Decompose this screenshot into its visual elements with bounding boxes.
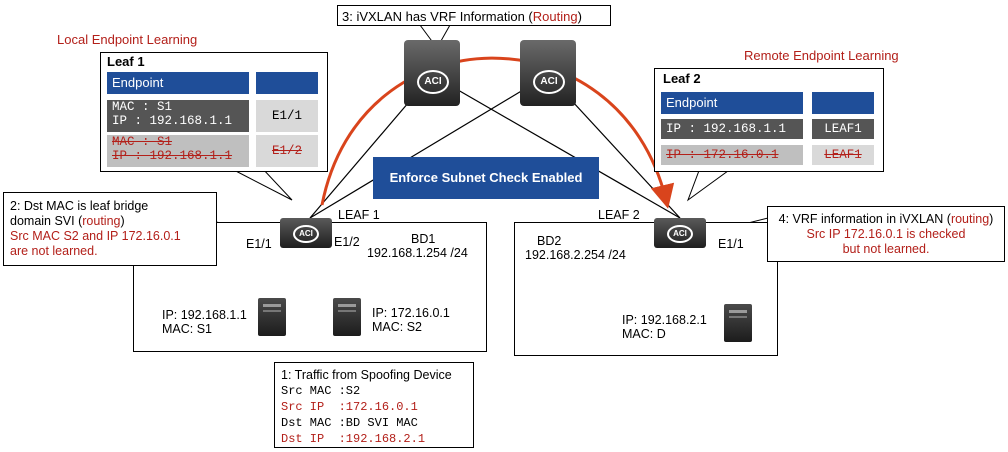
traffic-src-ip: Src IP :172.16.0.1 (281, 400, 418, 414)
leaf1-endpoint-table: Leaf 1 Endpoint MAC : S1 IP : 192.168.1.… (100, 52, 328, 172)
leaf1-switch: ACI (280, 218, 332, 248)
leaf2-row-2-location: LEAF1 (812, 145, 874, 165)
leaf1-name: LEAF 1 (338, 208, 380, 222)
host2-mac: MAC: S2 (372, 320, 423, 334)
leaf2-endpoint-table: Leaf 2 Endpoint IP : 192.168.1.1 LEAF1 I… (654, 68, 884, 172)
leaf2-table-pointer (686, 167, 734, 202)
leaf1-row-2-port: E1/2 (256, 135, 318, 167)
traffic-dst-mac: Dst MAC :BD SVI MAC (281, 416, 418, 430)
callout-vxlan-vrf: 3: iVXLAN has VRF Information (Routing) (337, 5, 611, 26)
leaf1-table-header: Endpoint (107, 72, 249, 94)
leaf2-row-2-stale: IP : 172.16.0.1 (661, 145, 803, 165)
leaf1-subnet: 192.168.1.254 /24 (367, 246, 468, 260)
leaf1-table-pointer (229, 167, 293, 201)
spine-switch-2: ACI (520, 40, 576, 106)
aci-logo-icon: ACI (417, 70, 449, 94)
leaf2-name: LEAF 2 (598, 208, 640, 222)
spine-switch-1: ACI (404, 40, 460, 106)
link-leaf1-spine2 (309, 74, 549, 219)
leaf1-table-title: Leaf 1 (107, 54, 145, 69)
leaf1-port-e1-2: E1/2 (334, 235, 360, 249)
host-s1-server-icon (258, 298, 286, 336)
host1-mac: MAC: S1 (162, 322, 213, 336)
leaf2-host-mac: MAC: D (622, 327, 666, 341)
enforce-subnet-check-banner: Enforce Subnet Check Enabled (373, 157, 599, 199)
remote-learning-title: Remote Endpoint Learning (744, 48, 899, 63)
host-s2-server-icon (333, 298, 361, 336)
leaf2-table-header-location (812, 92, 874, 114)
callout-local-not-learned: 2: Dst MAC is leaf bridge domain SVI (ro… (3, 192, 217, 266)
leaf2-bd: BD2 (537, 234, 562, 248)
aci-logo-icon: ACI (533, 70, 565, 94)
host1-ip: IP: 192.168.1.1 (162, 308, 247, 322)
leaf1-bd: BD1 (411, 232, 436, 246)
routing-arc-arrow (320, 56, 675, 209)
callout-remote-not-learned: 4: VRF information in iVXLAN (routing) S… (767, 206, 1005, 262)
leaf1-port-e1-1: E1/1 (246, 237, 272, 251)
leaf2-row-1: IP : 192.168.1.1 (661, 119, 803, 139)
leaf2-port-e1-1: E1/1 (718, 237, 744, 251)
aci-logo-icon: ACI (293, 225, 319, 243)
leaf1-table-header-port (256, 72, 318, 94)
leaf1-row-1-port: E1/1 (256, 100, 318, 132)
host-d-server-icon (724, 304, 752, 342)
leaf1-row-2-stale: MAC : S1 IP : 192.168.1.1 (107, 135, 249, 167)
leaf2-table-title: Leaf 2 (663, 71, 701, 86)
local-learning-title: Local Endpoint Learning (57, 32, 198, 47)
leaf2-table-header: Endpoint (661, 92, 803, 114)
leaf2-subnet: 192.168.2.254 /24 (525, 248, 626, 262)
traffic-src-mac: Src MAC :S2 (281, 384, 361, 398)
traffic-dst-ip: Dst IP :192.168.2.1 (281, 432, 426, 446)
traffic-title: 1: Traffic from Spoofing Device (281, 368, 452, 382)
leaf1-row-1: MAC : S1 IP : 192.168.1.1 (107, 100, 249, 132)
leaf2-switch: ACI (654, 218, 706, 248)
spoofing-traffic-box: 1: Traffic from Spoofing Device Src MAC … (274, 362, 474, 448)
host2-ip: IP: 172.16.0.1 (372, 306, 450, 320)
leaf2-row-1-location: LEAF1 (812, 119, 874, 139)
leaf2-host-ip: IP: 192.168.2.1 (622, 313, 707, 327)
aci-logo-icon: ACI (667, 225, 693, 243)
link-leaf2-spine1 (431, 74, 681, 219)
